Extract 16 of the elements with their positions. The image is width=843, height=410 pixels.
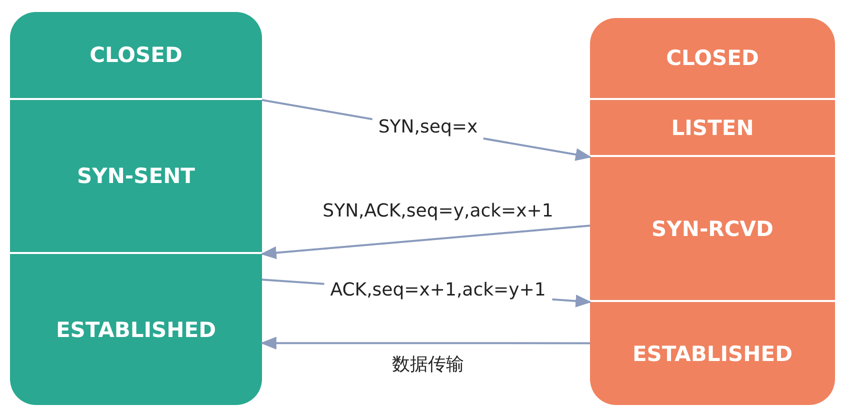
arrow — [260, 336, 590, 350]
state-band — [590, 157, 835, 300]
state-label: SYN-RCVD — [652, 216, 774, 240]
state-label: ESTABLISHED — [56, 318, 216, 342]
state-label: ESTABLISHED — [632, 342, 793, 366]
state-band — [590, 18, 835, 98]
state-label: LISTEN — [671, 116, 754, 140]
state-band — [590, 302, 835, 405]
arrow — [260, 224, 590, 260]
state-label: SYN-SENT — [77, 164, 195, 188]
state-band — [590, 100, 835, 155]
state-label: CLOSED — [666, 46, 759, 70]
state-band — [10, 100, 262, 252]
state-label: CLOSED — [90, 43, 182, 67]
state-band — [10, 254, 262, 405]
state-band — [10, 12, 262, 98]
